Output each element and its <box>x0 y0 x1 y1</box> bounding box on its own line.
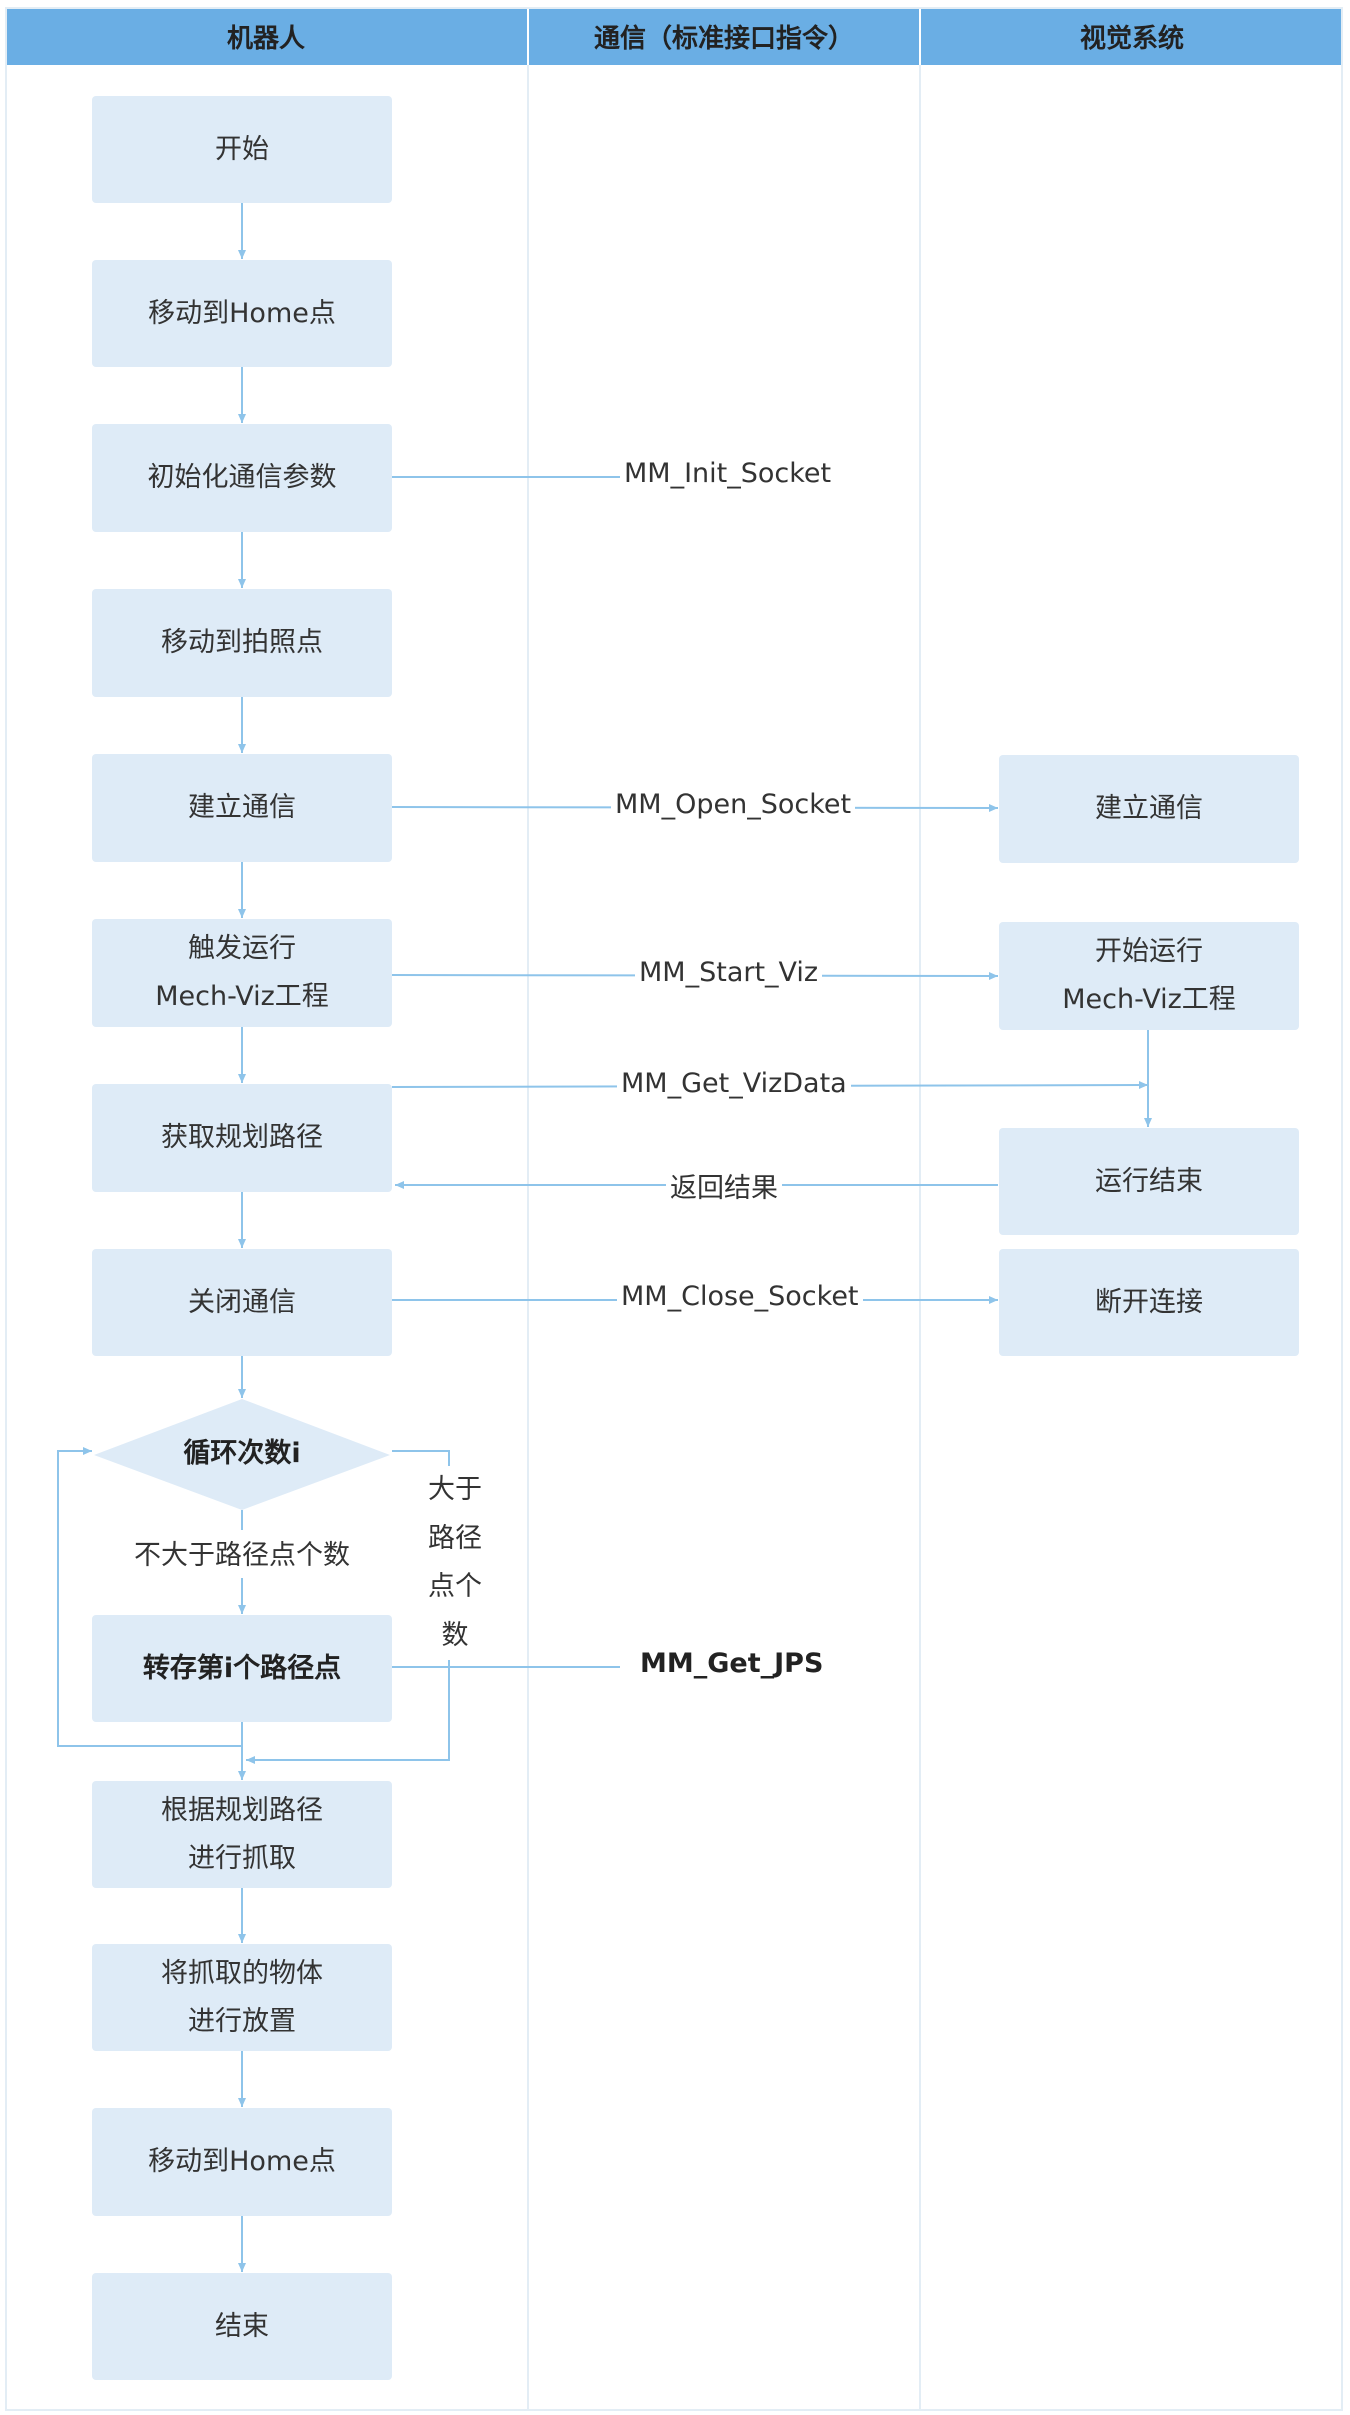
condition-greater-line1: 大于 <box>428 1474 482 1505</box>
condition-greater-line3: 点个 <box>428 1571 482 1602</box>
step-grab-line2: 进行抓取 <box>188 1842 296 1874</box>
vision-open-comm-label: 建立通信 <box>1095 793 1203 824</box>
step-end-label: 结束 <box>215 2310 269 2342</box>
decision-loop-label: 循环次数i <box>183 1438 301 1469</box>
condition-not-greater: 不大于路径点个数 <box>128 1535 356 1577</box>
step-init-comm: 初始化通信参数 <box>92 424 392 532</box>
step-grab: 根据规划路径 进行抓取 <box>92 1781 392 1888</box>
step-store-point: 转存第i个路径点 <box>92 1615 392 1722</box>
vision-start-viz-line2: Mech-Viz工程 <box>1062 984 1236 1015</box>
step-end: 结束 <box>92 2273 392 2380</box>
step-close-comm-label: 关闭通信 <box>188 1286 296 1318</box>
step-trigger-viz-line1: 触发运行 <box>188 933 296 964</box>
command-close-socket: MM_Close_Socket <box>617 1281 863 1312</box>
step-grab-line1: 根据规划路径 <box>161 1794 323 1826</box>
lane-divider-1 <box>527 65 529 2411</box>
command-get-jps: MM_Get_JPS <box>636 1648 828 1679</box>
lane-divider-2 <box>919 65 921 2411</box>
step-get-path-label: 获取规划路径 <box>161 1122 323 1153</box>
lane-header-robot: 机器人 <box>5 7 527 65</box>
command-return-result: 返回结果 <box>666 1166 782 1205</box>
step-trigger-viz: 触发运行 Mech-Viz工程 <box>92 919 392 1027</box>
command-start-viz: MM_Start_Viz <box>635 957 823 988</box>
vision-disconnect: 断开连接 <box>999 1249 1299 1356</box>
condition-greater-line4: 数 <box>441 1619 469 1651</box>
step-move-home-label: 移动到Home点 <box>148 297 336 329</box>
step-open-comm: 建立通信 <box>92 754 392 862</box>
command-open-socket: MM_Open_Socket <box>611 789 856 820</box>
vision-run-done-label: 运行结束 <box>1095 1165 1203 1197</box>
command-get-vizdata: MM_Get_VizData <box>617 1068 851 1099</box>
step-get-path: 获取规划路径 <box>92 1084 392 1192</box>
vision-start-viz-line1: 开始运行 <box>1095 936 1203 967</box>
command-init-socket: MM_Init_Socket <box>620 458 836 489</box>
step-place: 将抓取的物体 进行放置 <box>92 1944 392 2051</box>
step-close-comm: 关闭通信 <box>92 1249 392 1356</box>
step-move-home: 移动到Home点 <box>92 260 392 367</box>
vision-disconnect-label: 断开连接 <box>1095 1286 1203 1318</box>
step-store-point-label: 转存第i个路径点 <box>142 1652 342 1684</box>
step-place-line1: 将抓取的物体 <box>161 1957 323 1989</box>
step-start: 开始 <box>92 96 392 203</box>
condition-greater: 大于 路径 点个 数 <box>412 1466 498 1660</box>
step-move-photo: 移动到拍照点 <box>92 589 392 697</box>
step-init-comm-label: 初始化通信参数 <box>147 462 337 493</box>
condition-greater-line2: 路径 <box>428 1522 482 1554</box>
step-place-line2: 进行放置 <box>188 2005 296 2037</box>
vision-start-viz: 开始运行 Mech-Viz工程 <box>999 922 1299 1030</box>
lane-header-vision: 视觉系统 <box>921 7 1343 65</box>
vision-run-done: 运行结束 <box>999 1128 1299 1235</box>
step-start-label: 开始 <box>215 133 269 165</box>
step-trigger-viz-line2: Mech-Viz工程 <box>155 981 329 1012</box>
step-move-photo-label: 移动到拍照点 <box>161 627 323 658</box>
lane-header-communication: 通信（标准接口指令） <box>529 7 919 65</box>
decision-loop-diamond <box>94 1399 390 1510</box>
step-move-home-final: 移动到Home点 <box>92 2108 392 2216</box>
lane-frame <box>5 7 1343 2411</box>
step-move-home-final-label: 移动到Home点 <box>148 2146 336 2177</box>
step-open-comm-label: 建立通信 <box>188 792 296 823</box>
vision-open-comm: 建立通信 <box>999 755 1299 863</box>
